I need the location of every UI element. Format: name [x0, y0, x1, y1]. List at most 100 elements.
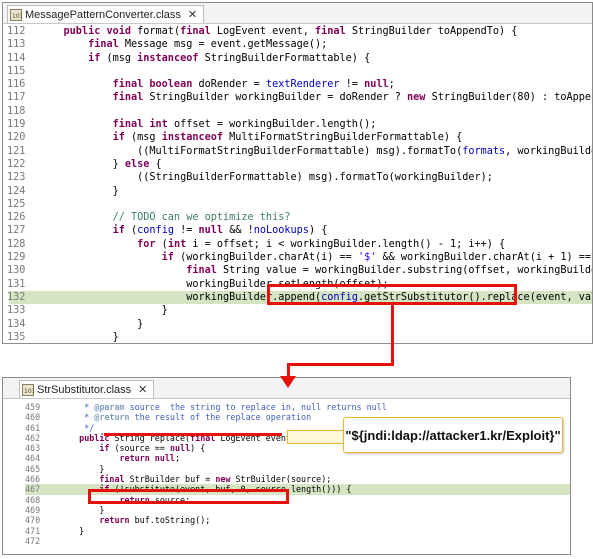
code-text: final boolean doRender = textRenderer !=… [39, 78, 395, 91]
code-token: } [59, 525, 85, 536]
line-number: 132 [7, 291, 26, 303]
line-number: 115 [7, 65, 26, 77]
code-line[interactable]: 133 } [3, 304, 592, 317]
code-token: final [59, 474, 130, 485]
code-token: return [59, 494, 155, 505]
code-token: buf.toString(); [134, 515, 211, 526]
code-text: if (msg instanceof MultiFormatStringBuil… [39, 131, 463, 144]
line-number: 468 [25, 494, 41, 505]
line-number: 461 [25, 422, 41, 433]
code-line[interactable]: 116 final boolean doRender = textRendere… [3, 78, 592, 91]
code-line[interactable]: 119 final int offset = workingBuilder.le… [3, 118, 592, 131]
code-text: * @return the result of the replace oper… [59, 412, 311, 422]
code-token: } [39, 318, 144, 330]
code-text: final int offset = workingBuilder.length… [39, 118, 377, 131]
code-line[interactable]: 470 return buf.toString(); [3, 515, 570, 525]
code-text: } [59, 505, 104, 515]
code-line[interactable]: 130 final String value = workingBuilder.… [3, 264, 592, 277]
code-line[interactable]: 460 * @return the result of the replace … [3, 412, 570, 422]
code-line[interactable]: 129 if (workingBuilder.charAt(i) == '$' … [3, 251, 592, 264]
code-line[interactable]: 128 for (int i = offset; i < workingBuil… [3, 238, 592, 251]
code-token: * [59, 402, 95, 412]
code-line[interactable]: 459 * @param source the string to replac… [3, 402, 570, 412]
code-token: } [39, 158, 125, 170]
code-line[interactable]: 114 if (msg instanceof StringBuilderForm… [3, 52, 592, 65]
line-number: 462 [25, 432, 41, 443]
line-number: 467 [25, 484, 41, 495]
line-number: 472 [25, 535, 41, 546]
code-line[interactable]: 124 } [3, 185, 592, 198]
code-token: return null [59, 453, 175, 464]
code-text: // TODO can we optimize this? [39, 211, 291, 224]
code-token: (workingBuilder.charAt(i) == [180, 252, 358, 264]
code-line[interactable]: 465 } [3, 464, 570, 474]
code-line[interactable]: 135 } [3, 331, 592, 343]
code-token: format( [137, 26, 181, 37]
tab-str-substitutor[interactable]: 101 StrSubstitutor.class ✕ [19, 380, 155, 398]
code-line[interactable]: 464 return null; [3, 453, 570, 463]
current-line-highlight [9, 290, 592, 305]
code-token: final [39, 92, 150, 104]
svg-text:101: 101 [24, 388, 34, 395]
code-line[interactable]: 468 return source; [3, 495, 570, 505]
code-line[interactable]: 120 if (msg instanceof MultiFormatString… [3, 131, 592, 144]
code-token: && ! [229, 225, 254, 237]
line-number: 120 [7, 132, 26, 144]
line-number: 133 [7, 305, 26, 317]
code-token: else [124, 158, 156, 170]
code-token: @param [94, 402, 125, 412]
code-line[interactable]: 125 [3, 198, 592, 211]
code-line[interactable]: 126 // TODO can we optimize this? [3, 211, 592, 224]
code-line[interactable]: 115 [3, 65, 592, 78]
code-text: return buf.toString(); [59, 515, 210, 525]
code-text: } [39, 185, 119, 198]
line-number: 125 [7, 198, 26, 210]
code-line[interactable]: 132 workingBuilder.append(config.getStrS… [3, 290, 592, 305]
code-token: textRenderer [265, 79, 340, 91]
code-line[interactable]: 472 [3, 536, 570, 546]
tab-message-pattern-converter[interactable]: 101 MessagePatternConverter.class ✕ [7, 5, 205, 23]
code-line[interactable]: 469 } [3, 505, 570, 515]
code-line[interactable]: 113 final Message msg = event.getMessage… [3, 38, 592, 51]
code-line[interactable]: 122 } else { [3, 158, 592, 171]
code-token: StringBuilder(80) : toAppendTo; [431, 92, 592, 104]
code-line[interactable]: 463 if (source == null) { [3, 443, 570, 453]
code-line[interactable]: 461 */ [3, 423, 570, 433]
code-token: && workingBuilder.charAt(i + 1) == [376, 252, 593, 264]
class-file-icon: 101 [22, 383, 34, 396]
code-token: final [315, 26, 352, 37]
code-line[interactable]: 127 if (config != null && !noLookups) { [3, 224, 592, 237]
line-number: 128 [7, 238, 26, 250]
code-line[interactable]: 123 ((StringBuilderFormattable) msg).for… [3, 171, 592, 184]
code-text: ((MultiFormatStringBuilderFormattable) m… [39, 145, 592, 158]
line-number: 117 [7, 92, 26, 104]
code-token: (source == [114, 443, 170, 454]
code-token: // TODO can we optimize this? [39, 212, 291, 224]
code-token: source the string to replace in, null re… [124, 402, 387, 412]
code-line[interactable]: 121 ((MultiFormatStringBuilderFormattabl… [3, 145, 592, 158]
code-text: final StringBuilder workingBuilder = doR… [39, 91, 592, 104]
line-number: 135 [7, 331, 26, 343]
code-token: @return [94, 412, 130, 423]
line-number: 134 [7, 318, 26, 330]
code-line[interactable]: 471 } [3, 526, 570, 536]
svg-text:101: 101 [12, 13, 22, 20]
code-token: the result of the replace operation [129, 412, 312, 423]
code-token: config [137, 225, 174, 237]
code-line[interactable]: 118 [3, 105, 592, 118]
code-token: (msg [106, 52, 138, 64]
editor-panel-str-substitutor: 101 StrSubstitutor.class ✕ 459 * @param … [2, 377, 571, 555]
code-line[interactable]: 134 } [3, 318, 592, 331]
code-line[interactable]: 117 final StringBuilder workingBuilder =… [3, 91, 592, 104]
code-text: final Message msg = event.getMessage(); [39, 38, 327, 51]
code-line[interactable]: 466 final StrBuilder buf = new StrBuilde… [3, 474, 570, 484]
line-number: 470 [25, 515, 41, 526]
code-token: null [169, 443, 191, 454]
code-text: if (source == null) { [59, 443, 205, 453]
code-area[interactable]: 112 public void format(final LogEvent ev… [3, 25, 592, 343]
code-line[interactable]: 112 public void format(final LogEvent ev… [3, 25, 592, 38]
close-icon[interactable]: ✕ [187, 9, 198, 21]
close-icon[interactable]: ✕ [138, 384, 148, 396]
code-token: StringBuilder toAppendTo) { [351, 26, 518, 37]
line-number: 471 [25, 525, 41, 536]
